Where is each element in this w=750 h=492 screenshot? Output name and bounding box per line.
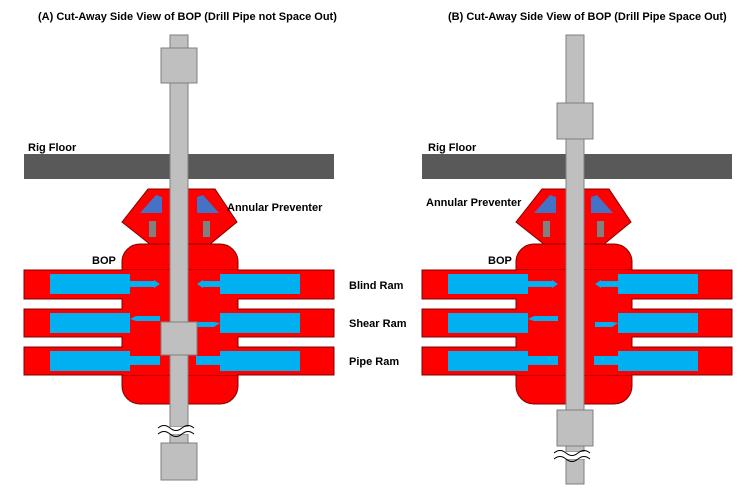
drill-pipe-b: [553, 34, 594, 485]
panel-a: (A) Cut-Away Side View of BOP (Drill Pip…: [23, 11, 407, 481]
bop-label-a: BOP: [92, 255, 116, 267]
blind-ram-right-a: [197, 274, 300, 294]
blind-ram-label: Blind Ram: [349, 280, 404, 292]
annular-packer-right-b: [591, 195, 613, 213]
annular-packer-left-b: [534, 195, 556, 213]
rig-floor-label-a: Rig Floor: [28, 142, 77, 154]
panel-a-title: (A) Cut-Away Side View of BOP (Drill Pip…: [38, 11, 337, 23]
annular-rod-right-a: [203, 221, 210, 237]
shear-ram-left-b: [448, 313, 558, 333]
pipe-ram-right-a: [196, 351, 300, 371]
shear-ram-right-b: [595, 313, 698, 333]
tool-joint-top-b: [556, 102, 594, 140]
blind-ram-left-b: [448, 274, 558, 294]
blind-ram-right-b: [595, 274, 698, 294]
pipe-ram-left-b: [448, 351, 558, 371]
pipe-ram-label: Pipe Ram: [349, 356, 399, 368]
rig-floor-label-b: Rig Floor: [428, 142, 477, 154]
tool-joint-bottom-a: [160, 442, 198, 481]
annular-packer-left-a: [140, 195, 162, 213]
drill-pipe-a: [157, 34, 198, 481]
pipe-ram-right-b: [594, 351, 698, 371]
shear-ram-left-a: [50, 313, 160, 333]
shear-ram-label: Shear Ram: [349, 318, 407, 330]
panel-b-title: (B) Cut-Away Side View of BOP (Drill Pip…: [448, 11, 727, 23]
break-mark-a: [157, 425, 195, 437]
break-mark-b: [553, 450, 591, 462]
annular-rod-right-b: [597, 221, 604, 237]
tool-joint-shear-a: [160, 321, 198, 356]
pipe-ram-left-a: [50, 351, 160, 371]
tool-joint-lower-b: [556, 409, 594, 447]
panel-b: (B) Cut-Away Side View of BOP (Drill Pip…: [421, 11, 733, 485]
shear-ram-right-a: [197, 313, 300, 333]
annular-label-b: Annular Preventer: [426, 197, 522, 209]
annular-label-a: Annular Preventer: [227, 202, 323, 214]
tool-joint-top-a: [160, 47, 198, 84]
bop-label-b: BOP: [488, 255, 512, 267]
annular-rod-left-a: [149, 221, 156, 237]
annular-packer-right-a: [197, 195, 219, 213]
blind-ram-left-a: [50, 274, 160, 294]
annular-rod-left-b: [543, 221, 550, 237]
